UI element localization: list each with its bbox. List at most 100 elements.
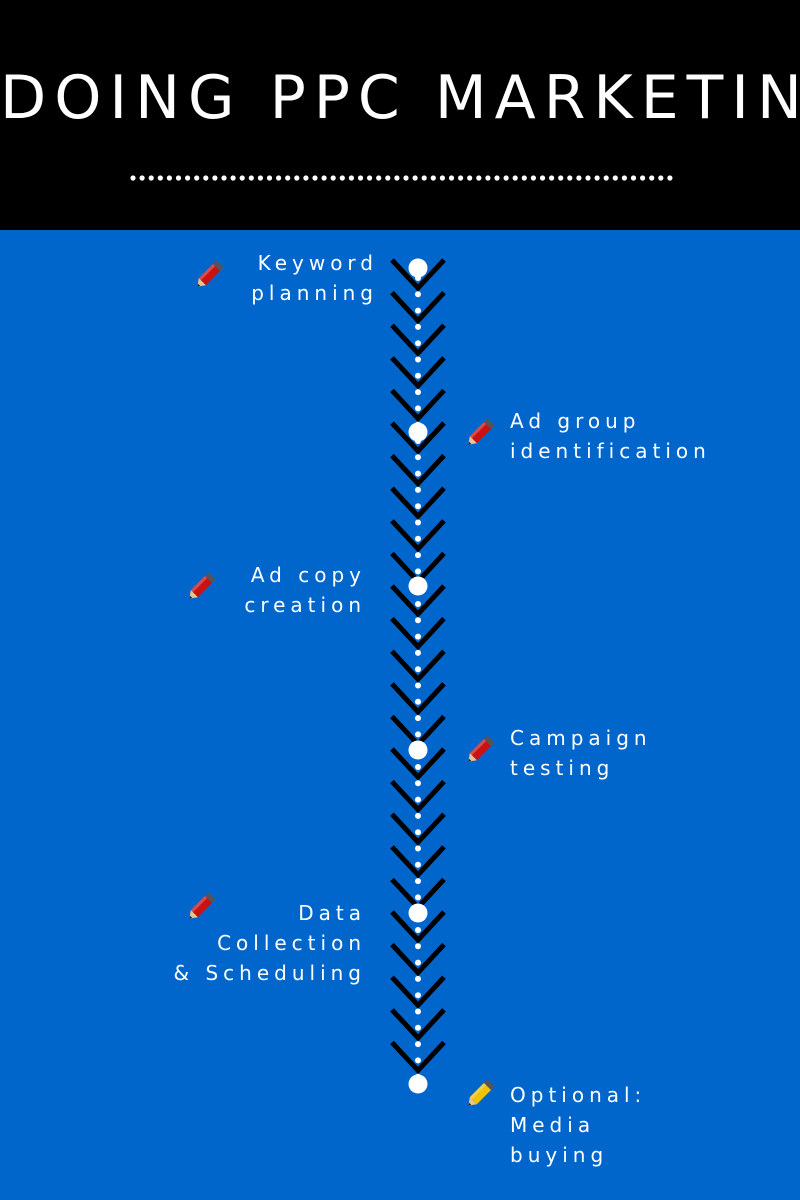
divider-dot: [339, 175, 345, 181]
spine-dot: [415, 372, 421, 379]
divider-dot: [467, 175, 473, 181]
divider-dot: [312, 175, 318, 181]
chevron-arrow: [390, 616, 446, 651]
chevron-arrow: [390, 942, 446, 977]
divider-dot: [649, 175, 655, 181]
chevron-arrow: [390, 910, 446, 944]
spine-dot: [415, 715, 421, 722]
divider-dot: [630, 175, 637, 181]
spine-dot: [415, 1057, 421, 1064]
divider-dot: [539, 175, 546, 181]
pencil-icon: [190, 258, 226, 298]
divider-dot: [157, 175, 163, 181]
pencil-icon: [182, 570, 218, 610]
divider-dot: [567, 175, 573, 181]
divider-dot: [230, 175, 236, 181]
spine-dot: [415, 796, 421, 803]
spine-dot: [415, 470, 421, 477]
divider-dot: [530, 175, 536, 181]
pencil-glyph: [468, 418, 495, 445]
divider-dot: [403, 175, 409, 181]
header-banner: DOING PPC MARKETING: [0, 0, 800, 230]
divider-dot: [503, 175, 509, 181]
divider-dot: [412, 175, 418, 181]
chevron-arrow: [390, 290, 446, 325]
spine-dot: [415, 486, 421, 493]
spine-dot: [415, 878, 421, 885]
divider-dot: [621, 175, 627, 181]
spine-dot: [415, 731, 421, 738]
step-node: [408, 740, 428, 760]
divider-dot: [594, 175, 600, 181]
divider-dot: [494, 175, 500, 181]
divider-dot: [394, 175, 400, 181]
spine-dot: [415, 356, 421, 363]
divider-dot: [276, 175, 282, 181]
chevron-arrow: [390, 323, 446, 357]
divider-dot: [330, 175, 336, 181]
step-label-optional-media-buying: Optional: Media buying: [510, 1083, 647, 1167]
spine-dot: [415, 454, 421, 461]
divider-dot: [512, 175, 518, 181]
pencil-icon: [182, 890, 218, 930]
divider-dot: [248, 175, 254, 181]
chevron-arrow: [390, 584, 446, 618]
spine-dot: [415, 780, 421, 787]
spine-dot: [415, 682, 421, 689]
divider-dot: [212, 175, 218, 181]
chevron-arrow: [390, 845, 446, 879]
spine-dot: [415, 323, 421, 330]
spine-dot: [415, 666, 421, 673]
divider-dot: [185, 175, 191, 181]
spine-dot: [415, 633, 421, 640]
chevron-arrow: [390, 519, 446, 553]
divider-dot: [257, 175, 263, 181]
divider-dot: [130, 175, 136, 181]
pencil-icon: [461, 416, 497, 456]
divider-dot: [148, 175, 154, 181]
spine-dot: [415, 927, 421, 933]
step-label-ad-group-identification: Ad group identification: [510, 409, 711, 463]
divider-dot: [458, 175, 464, 181]
divider-dot: [376, 175, 382, 181]
step-node: [408, 1074, 428, 1094]
chevron-arrow: [390, 258, 446, 292]
divider-dot: [476, 175, 482, 181]
pencil-glyph: [189, 892, 216, 919]
divider-dot: [585, 175, 591, 181]
divider-dot: [294, 175, 300, 181]
chevron-arrow: [390, 1040, 446, 1075]
pencil-glyph: [468, 1079, 495, 1106]
divider-dot: [239, 175, 245, 181]
chevron-arrow: [390, 812, 446, 846]
spine-dot: [415, 845, 421, 852]
chevron-arrow: [390, 747, 446, 781]
spine-dot: [415, 1008, 421, 1015]
divider-dot: [658, 175, 664, 181]
divider-dot: [321, 175, 327, 181]
divider-dot: [612, 175, 618, 181]
divider-dot: [194, 175, 200, 181]
chevron-arrow: [390, 421, 446, 455]
spine-dot: [415, 405, 421, 412]
spine-dot: [415, 649, 421, 656]
chevron-arrow: [390, 682, 446, 716]
page-title: DOING PPC MARKETING: [0, 63, 800, 133]
step-node: [408, 903, 428, 923]
divider-dot: [558, 175, 564, 181]
spine-dot: [415, 519, 421, 526]
divider-dot: [203, 175, 209, 181]
spine-dot: [415, 698, 421, 705]
divider-dot: [439, 175, 445, 181]
spine-dot: [415, 992, 421, 999]
pencil-glyph: [468, 735, 495, 762]
spine-dot: [415, 340, 421, 347]
step-label-data-collection-scheduling: Data Collection & Scheduling: [173, 901, 366, 985]
chevron-arrow: [390, 779, 446, 814]
step-node: [408, 422, 428, 442]
divider-dot: [521, 175, 527, 181]
step-label-ad-copy-creation: Ad copy creation: [244, 563, 366, 617]
spine-dot: [415, 829, 421, 836]
divider-dot: [266, 175, 273, 181]
